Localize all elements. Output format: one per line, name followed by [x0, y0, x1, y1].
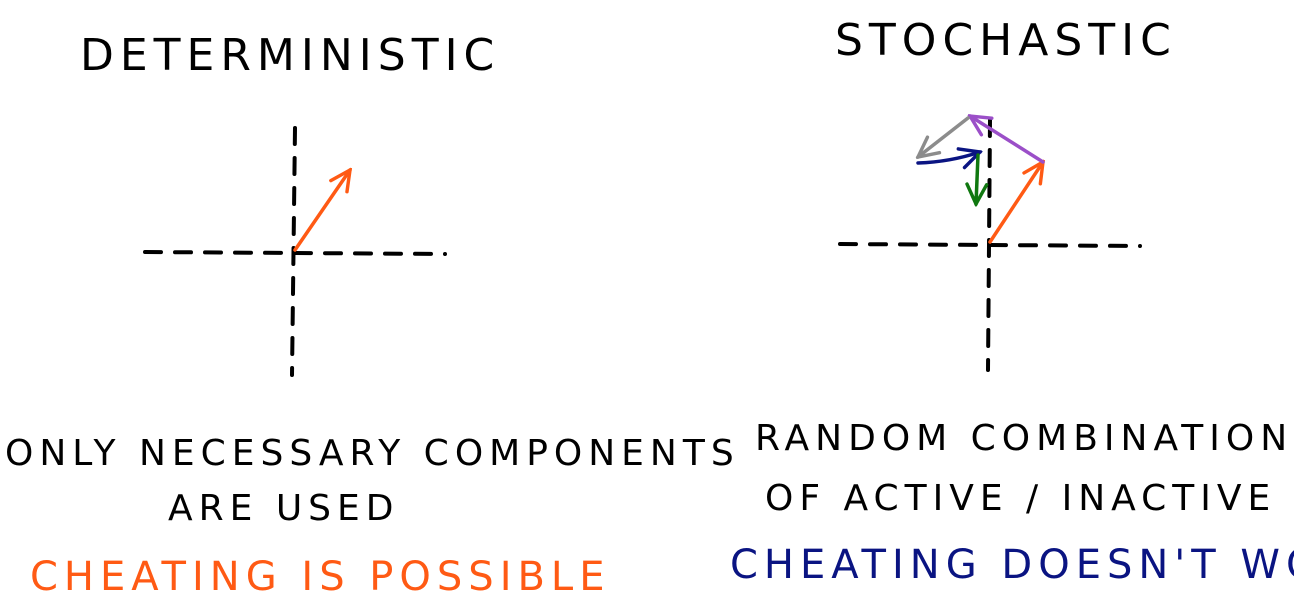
deterministic-panel: DETERMINISTIC ONLY NECESSARY COMPONENTS …: [5, 30, 740, 600]
x-axis: [143, 250, 447, 256]
gray-arrow-icon: [918, 116, 970, 157]
stochastic-verdict: CHEATING DOESN'T WORK: [730, 542, 1294, 588]
stochastic-panel: STOCHASTIC RANDOM COMBINATION OF ACTIVE …: [730, 15, 1294, 588]
orange-arrow-icon: [988, 162, 1043, 244]
y-axis: [290, 126, 297, 377]
deterministic-verdict: CHEATING IS POSSIBLE: [30, 554, 611, 600]
purple-arrow-icon: [970, 116, 1045, 164]
x-axis: [838, 242, 1142, 248]
orange-arrow-icon: [293, 170, 350, 252]
green-arrow-icon: [976, 153, 978, 204]
deterministic-title: DETERMINISTIC: [80, 30, 500, 81]
stochastic-caption-line1: RANDOM COMBINATION: [755, 418, 1293, 459]
stochastic-caption-line2: OF ACTIVE / INACTIVE: [765, 478, 1276, 519]
deterministic-caption-line1: ONLY NECESSARY COMPONENTS: [5, 433, 740, 474]
stochastic-title: STOCHASTIC: [835, 15, 1177, 66]
deterministic-caption-line2: ARE USED: [168, 488, 400, 529]
navy-arrow-icon: [916, 152, 980, 163]
